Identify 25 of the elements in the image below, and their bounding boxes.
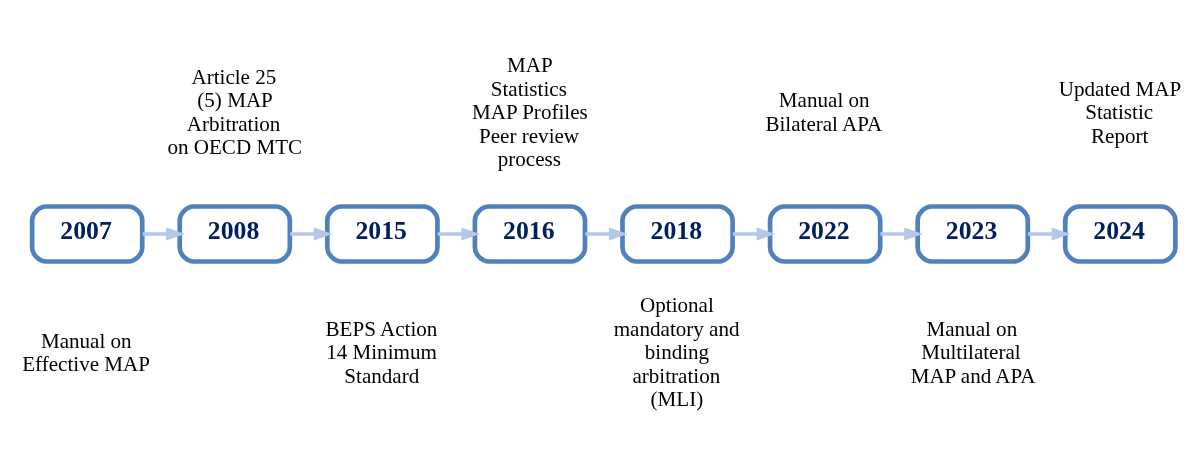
node-label: BEPS Action 14 Minimum Standard [325, 316, 438, 388]
node-box: 2024 [1062, 204, 1178, 264]
node-box: 2008 [177, 204, 293, 264]
node-box: 2022 [767, 204, 883, 264]
node-box: 2018 [620, 204, 735, 264]
node-label: Manual on Effective MAP [22, 328, 150, 376]
arrow [1028, 227, 1071, 241]
arrow [290, 227, 333, 241]
node-box: 2015 [324, 204, 440, 264]
arrow [142, 227, 185, 241]
node-label: Updated MAP Statistic Report [1058, 76, 1182, 148]
arrow [437, 227, 481, 241]
node-label: Optional mandatory and binding arbitration (MLI) [613, 293, 740, 412]
node-label: Article 25 (5) MAP Arbitration on OECD MTC [167, 64, 303, 160]
node-box: 2016 [472, 204, 588, 264]
node-label: Peer review process [479, 123, 580, 171]
arrow [732, 227, 776, 241]
arrow [585, 227, 628, 241]
node-label: MAP Profiles [471, 100, 588, 125]
node-label: Manual on Multilateral MAP and APA [910, 316, 1036, 388]
node-label: Manual on Bilateral APA [765, 88, 883, 136]
node-box: 2023 [915, 204, 1031, 264]
node-label: MAP Statistics [490, 53, 567, 101]
node-box: 2007 [29, 204, 145, 264]
arrow [880, 227, 923, 241]
